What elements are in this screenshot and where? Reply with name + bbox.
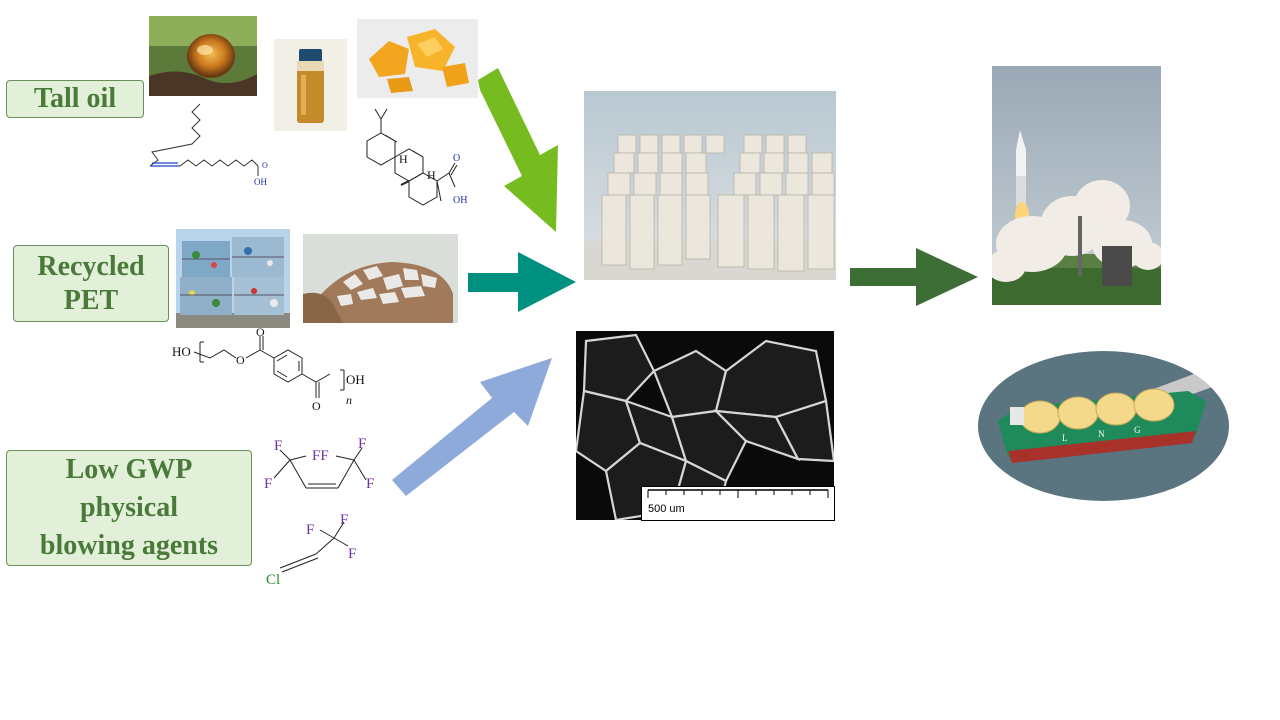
rocket-launch-photo [992, 66, 1161, 305]
tall-oil-vial-photo [274, 39, 347, 131]
hfo-1336mzz-structure: F FF F F F [264, 436, 374, 492]
abietic-acid-h-2: H [427, 168, 436, 182]
fluorine-3: F [264, 476, 272, 492]
sem-scale-label: 500 um [648, 503, 685, 515]
sem-scale-bar: 500 um [641, 486, 835, 521]
oleic-acid-o: O [262, 161, 268, 170]
lng-carrier-photo: L N G [978, 351, 1229, 501]
pet-carbonyl-o-1: O [256, 328, 265, 339]
blowing-agents-label-box: Low GWP physical blowing agents [6, 450, 252, 566]
fluorine-2: F [358, 436, 366, 452]
fluorine-4: F [366, 476, 374, 492]
tall-oil-label: Tall oil [33, 83, 117, 114]
svg-text:L: L [1062, 433, 1068, 443]
abietic-acid-h-1: H [399, 152, 408, 166]
pet-ester-o-1: O [236, 353, 245, 367]
oleic-acid-structure: OH O [149, 103, 268, 187]
pet-bales-photo [176, 229, 290, 328]
blowing-agents-label-line-2: physical [79, 492, 179, 523]
blowing-agents-label-line-3: blowing agents [39, 530, 219, 561]
fluorine-5: F [306, 522, 314, 538]
fluorine-6: F [340, 512, 348, 528]
pet-ho: HO [172, 344, 191, 359]
pet-n: n [346, 393, 352, 407]
pet-carbonyl-o-2: O [312, 399, 321, 413]
fluorine-pair: FF [312, 448, 329, 464]
oleic-acid-oh: OH [254, 177, 267, 187]
pet-structure: HO O O O OH n [172, 328, 365, 413]
abietic-acid-structure: H H OH O [366, 108, 467, 206]
abietic-acid-oh: OH [453, 195, 467, 206]
fluorine-1: F [274, 438, 282, 454]
svg-text:N: N [1098, 429, 1105, 439]
chlorine: Cl [266, 572, 280, 588]
recycled-pet-label-box: Recycled PET [13, 245, 169, 322]
blowing-agent-arrow [392, 358, 552, 496]
recycled-pet-label-line-2: PET [63, 284, 119, 316]
tall-oil-arrow [478, 68, 558, 232]
pet-arrow [468, 252, 576, 312]
rosin-photo [357, 19, 478, 98]
fluorine-7: F [348, 546, 356, 562]
svg-text:G: G [1134, 425, 1141, 435]
tall-oil-label-box: Tall oil [6, 80, 144, 118]
abietic-acid-o: O [453, 153, 460, 164]
pur-foam-blocks-photo [584, 91, 836, 280]
pet-flakes-photo [303, 234, 458, 323]
hcfo-1233zd-structure: F F F Cl [266, 512, 356, 588]
tree-resin-photo [149, 16, 257, 96]
blowing-agents-label-line-1: Low GWP [65, 454, 193, 485]
output-arrow [850, 248, 978, 306]
recycled-pet-label-line-1: Recycled [37, 250, 145, 282]
pet-oh: OH [346, 372, 365, 387]
